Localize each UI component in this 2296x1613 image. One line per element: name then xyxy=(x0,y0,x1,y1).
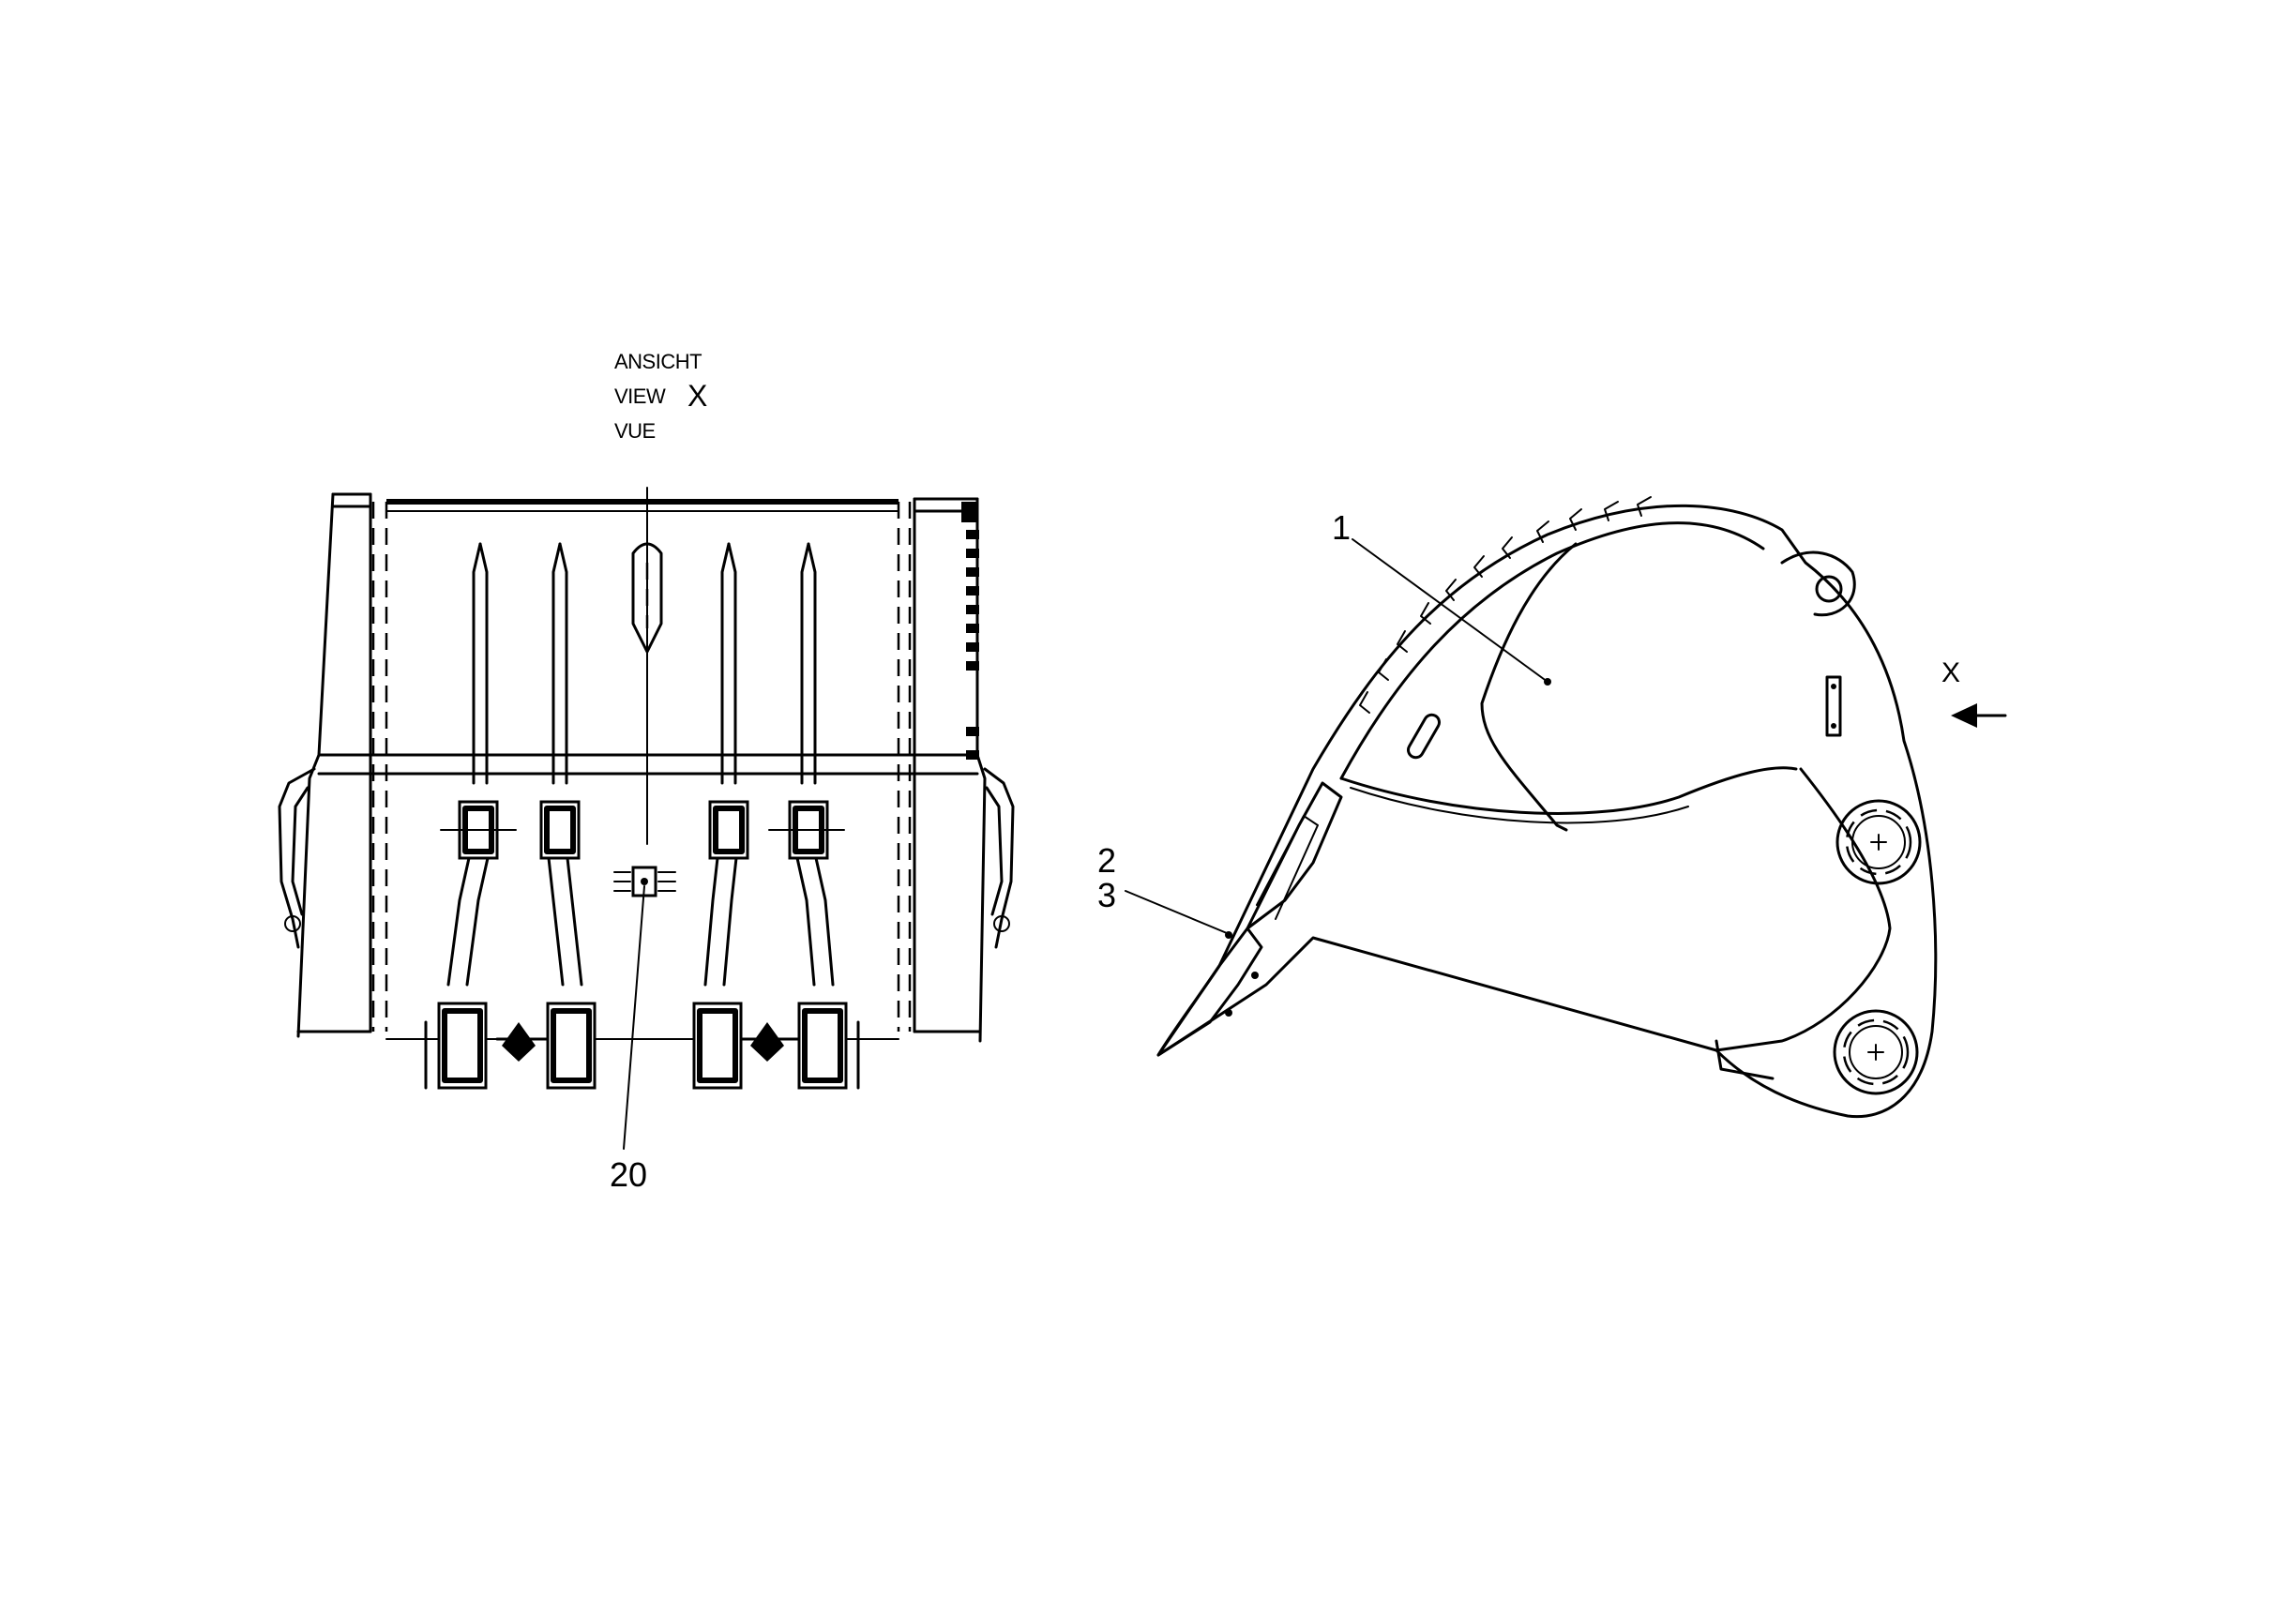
bucket-inner-edge xyxy=(1339,521,1765,780)
lifting-eye xyxy=(1780,550,1856,617)
inner-window-edge xyxy=(1480,542,1578,832)
ripper-tine xyxy=(768,542,860,1090)
pin-boss-upper xyxy=(1835,799,1922,885)
leader-line-2-3 xyxy=(1125,890,1228,934)
view-label-en: VIEW xyxy=(614,384,666,408)
leader-line-1 xyxy=(1352,538,1548,683)
bucket-top-edge xyxy=(331,492,979,513)
bucket-outer-shell xyxy=(1156,504,1938,1119)
view-label-de: ANSICHT xyxy=(614,350,702,373)
slot-mark xyxy=(1407,713,1441,760)
front-view-bucket: ANSICHT VIEW VUE X xyxy=(278,350,1015,1194)
callout-dot xyxy=(1544,678,1551,686)
bucket-tooth xyxy=(1156,781,1343,1057)
reinforcement-band xyxy=(1339,766,1798,815)
view-letter: X xyxy=(687,379,707,413)
callout-1: 1 xyxy=(1332,508,1351,547)
bracket-mark xyxy=(1825,675,1842,737)
side-plate-edge xyxy=(1714,767,1892,1052)
callout-3: 3 xyxy=(1097,876,1116,914)
reinforcement-band-inner xyxy=(1350,787,1689,824)
bucket-wear-strips xyxy=(1359,496,1652,714)
side-plate-lip xyxy=(1714,1039,1775,1080)
leader-line-20 xyxy=(623,885,645,1150)
center-shank xyxy=(631,487,663,845)
callout-20: 20 xyxy=(610,1155,647,1194)
ripper-tine xyxy=(692,542,749,1090)
right-edge-strip xyxy=(961,502,979,760)
bucket-left-side-plate xyxy=(278,492,388,1038)
bucket-right-side-plate xyxy=(897,497,1015,1043)
pin-boss-lower xyxy=(1833,1009,1919,1095)
view-direction-arrow xyxy=(1951,703,2007,728)
ripper-tine xyxy=(539,542,597,1090)
side-view-bucket: X 1 2 3 xyxy=(1097,496,2007,1119)
view-label-fr: VUE xyxy=(614,419,656,443)
direction-letter: X xyxy=(1941,657,1960,688)
ripper-tine xyxy=(424,542,517,1090)
ripper-tines xyxy=(424,542,860,1090)
bucket-teeth xyxy=(495,1022,801,1062)
callout-2: 2 xyxy=(1097,841,1116,880)
